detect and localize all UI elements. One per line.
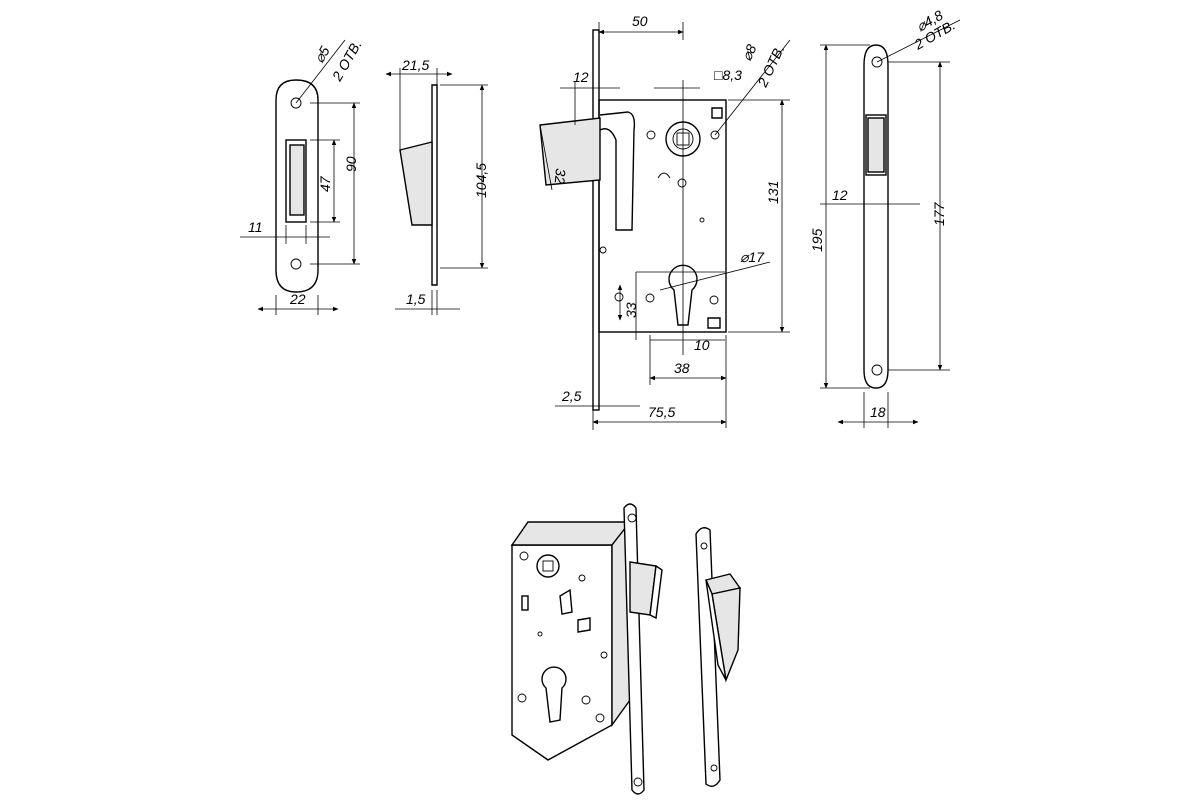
lock-cylinder-center: 10 [694, 337, 710, 353]
strike-window-height: 47 [317, 175, 333, 192]
faceplate-hole-spacing: 177 [931, 201, 947, 226]
strike-plate-side-view: 21,5 104,5 1,5 [385, 57, 489, 315]
strike-height: 90 [343, 156, 359, 172]
strike-width: 22 [289, 291, 306, 307]
faceplate-view: ⌀4,8 2 ОТВ. 195 12 177 18 [809, 7, 961, 428]
lock-body-height: 131 [765, 181, 781, 204]
lock-backset: 50 [632, 13, 648, 29]
lock-plate-thickness: 2,5 [561, 388, 582, 404]
lock-latch-height: 32 [552, 168, 569, 185]
lock-cylinder-offset: 33 [623, 302, 639, 318]
strike-holes-note: 2 ОТВ. [328, 37, 365, 84]
lock-latch-offset: 12 [573, 69, 589, 85]
lock-cylinder-width: 38 [674, 360, 690, 376]
strike-hole-diameter: ⌀5 [311, 43, 333, 65]
strike-side-height: 104,5 [473, 163, 489, 198]
isometric-lock-illustration [510, 503, 742, 795]
strike-offset: 11 [248, 219, 263, 235]
faceplate-total-height: 195 [809, 228, 825, 252]
lock-cylinder-diameter: ⌀17 [740, 249, 765, 265]
lock-body-view: 50 12 □8,3 ⌀8 2 ОТВ. 32 131 ⌀17 33 10 38… [539, 13, 791, 430]
strike-depth: 21,5 [401, 57, 429, 73]
lock-spindle-square: □8,3 [714, 67, 742, 83]
lock-hole-diameter: ⌀8 [738, 42, 759, 64]
lock-total-width: 75,5 [648, 404, 675, 420]
faceplate-width-inner: 12 [832, 187, 848, 203]
strike-thickness: 1,5 [406, 291, 426, 307]
faceplate-width: 18 [870, 404, 886, 420]
strike-plate-front-view: ⌀5 2 ОТВ. 90 47 11 22 [240, 37, 365, 315]
